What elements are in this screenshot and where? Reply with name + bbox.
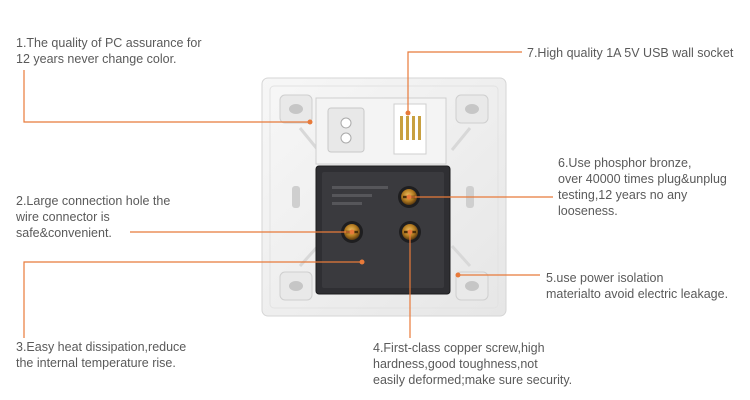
callout-1-line-1: 1.The quality of PC assurance for	[16, 36, 202, 50]
terminal-block	[315, 165, 451, 295]
callout-2-line-2: wire connector is	[16, 210, 110, 224]
callout-3-heat-dissipation: 3.Easy heat dissipation,reduce the inter…	[16, 339, 186, 371]
callout-4-line-3: easily deformed;make sure security.	[373, 373, 573, 387]
callout-6-line-2: over 40000 times plug&unplug	[558, 172, 727, 186]
callout-1-line-2: 12 years never change color.	[16, 52, 177, 66]
callout-7-usb-socket: 7.High quality 1A 5V USB wall socket	[527, 45, 733, 61]
leader-line-2	[130, 229, 355, 235]
callout-2-connection-hole: 2.Large connection hole the wire connect…	[16, 193, 170, 241]
leader-line-3	[23, 259, 365, 338]
corner-boss-bottom-right	[455, 271, 489, 301]
leader-line-6	[406, 194, 553, 200]
callout-3-line-2: the internal temperature rise.	[16, 356, 176, 370]
callout-6-line-3: testing,12 years no any	[558, 188, 688, 202]
usb-contact-pins	[400, 116, 421, 140]
callout-4-line-1: 4.First-class copper screw,high	[373, 341, 545, 355]
leader-line-5	[455, 272, 540, 278]
callout-4-line-2: hardness,good toughness,not	[373, 357, 538, 371]
corner-boss-top-left	[279, 94, 313, 124]
leader-line-7	[405, 51, 522, 116]
callout-2-line-1: 2.Large connection hole the	[16, 194, 171, 208]
callout-4-copper-screw: 4.First-class copper screw,high hardness…	[373, 340, 572, 388]
callout-6-line-1: 6.Use phosphor bronze,	[558, 156, 692, 170]
callout-6-phosphor-bronze: 6.Use phosphor bronze, over 40000 times …	[558, 155, 727, 219]
callout-2-line-3: safe&convenient.	[16, 226, 112, 240]
side-slot-left	[292, 186, 300, 208]
usb-module	[315, 97, 447, 165]
callout-1-pc-quality: 1.The quality of PC assurance for 12 yea…	[16, 35, 202, 67]
callout-6-line-4: looseness.	[558, 204, 618, 218]
molded-marking-text	[332, 186, 388, 205]
callout-5-line-2: materialto avoid electric leakage.	[546, 287, 729, 301]
callout-5-line-1: 5.use power isolation	[546, 271, 664, 285]
callout-3-line-1: 3.Easy heat dissipation,reduce	[16, 340, 187, 354]
callout-7-line-1: 7.High quality 1A 5V USB wall socket	[527, 46, 734, 60]
callout-5-power-isolation: 5.use power isolation materialto avoid e…	[546, 270, 728, 302]
corner-boss-bottom-left	[279, 271, 313, 301]
corner-boss-top-right	[455, 94, 489, 124]
leader-line-1	[23, 70, 313, 125]
leader-line-4	[407, 229, 413, 338]
